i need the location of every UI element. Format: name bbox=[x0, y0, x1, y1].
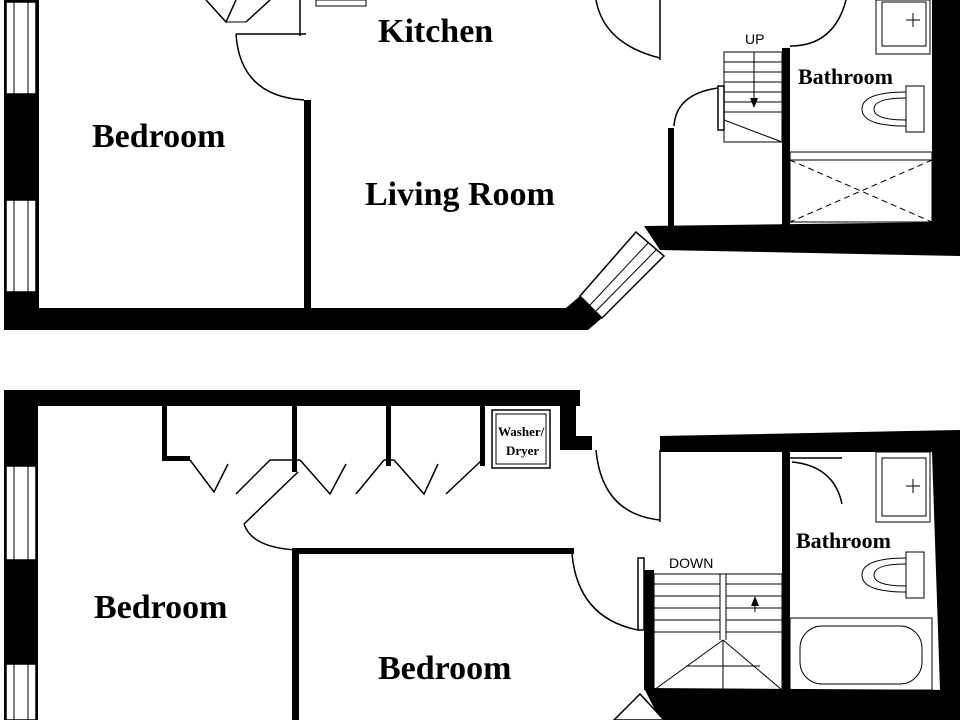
lower-stairs-label: DOWN bbox=[669, 555, 713, 571]
lower-bedroom-center-label: Bedroom bbox=[378, 650, 511, 687]
lower-window-1 bbox=[5, 465, 37, 561]
lower-floor: Washer/ Dryer bbox=[4, 390, 960, 720]
lower-window-2 bbox=[5, 663, 37, 720]
washer-label: Washer/ bbox=[498, 424, 545, 439]
upper-bathroom-fixtures bbox=[789, 0, 933, 223]
upper-bathroom-label: Bathroom bbox=[798, 64, 893, 89]
upper-window-2 bbox=[5, 199, 37, 293]
living-room-label: Living Room bbox=[365, 176, 555, 213]
upper-stairs: UP bbox=[723, 31, 783, 143]
upper-bedroom-divider bbox=[304, 100, 311, 310]
kitchen-label: Kitchen bbox=[378, 13, 493, 50]
dryer-label: Dryer bbox=[506, 443, 539, 458]
lower-bathroom-fixtures bbox=[789, 451, 933, 691]
washer-dryer: Washer/ Dryer bbox=[491, 409, 551, 469]
lower-bedroom-divider bbox=[292, 548, 299, 720]
lower-top-wall bbox=[4, 390, 580, 406]
lower-closets bbox=[162, 406, 485, 551]
upper-floor: UP Kitchen Bedroom Living Room Bathroom bbox=[4, 0, 960, 330]
lower-bathroom-label: Bathroom bbox=[796, 528, 891, 553]
lower-stairs: DOWN bbox=[644, 555, 783, 691]
upper-bay-window bbox=[578, 230, 666, 320]
upper-bedroom-label: Bedroom bbox=[92, 118, 225, 155]
upper-stairs-label: UP bbox=[745, 31, 764, 47]
lower-bedroom-left-label: Bedroom bbox=[94, 589, 227, 626]
upper-window-1 bbox=[5, 1, 37, 95]
